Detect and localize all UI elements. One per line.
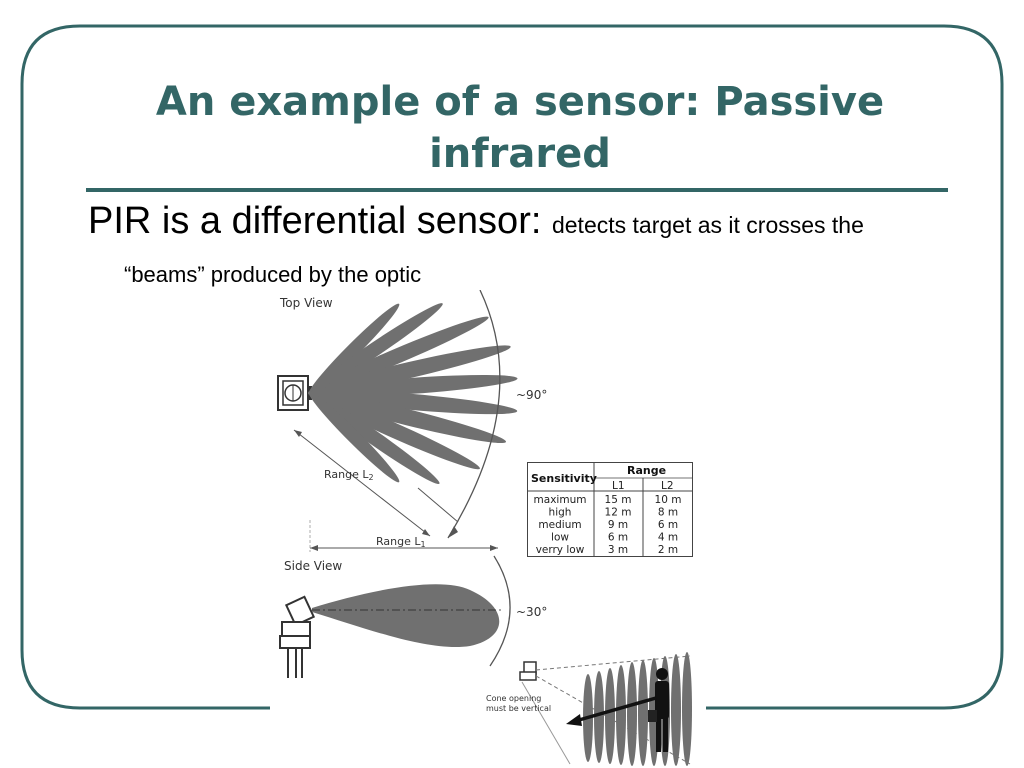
- sensor-side-view-icon: [279, 595, 316, 678]
- vertical-beam-curtain: [583, 652, 692, 766]
- table-cell-l1: 6 m: [608, 532, 628, 544]
- table-cell-sensitivity: medium: [538, 519, 581, 531]
- table-cell-l1: 3 m: [608, 544, 628, 556]
- table-row: low 6 m 4 m: [551, 532, 678, 544]
- table-row: medium 9 m 6 m: [538, 519, 678, 531]
- table-header-l2: L2: [661, 480, 674, 492]
- person-icon: [648, 668, 669, 752]
- bullet-large-text: PIR is a differential sensor:: [88, 200, 552, 242]
- bullet-small-text: detects target as it crosses the: [551, 212, 864, 238]
- cone-note-line1: Cone opening: [486, 694, 541, 703]
- slide-title-line-2: infrared: [429, 131, 611, 177]
- sensor-top-view-icon: [277, 375, 312, 411]
- table-header-sensitivity: Sensitivity: [531, 472, 597, 485]
- side-view-label: Side View: [284, 559, 342, 573]
- table-cell-sensitivity: low: [551, 532, 569, 544]
- table-cell-l2: 8 m: [658, 507, 678, 519]
- table-cell-l2: 2 m: [658, 544, 678, 556]
- table-cell-l2: 6 m: [658, 519, 678, 531]
- arrow-left-icon: [566, 714, 582, 726]
- table-cell-l2: 4 m: [658, 532, 678, 544]
- pir-diagram: Top View ~90° Range L2 Range L1 Side Vie…: [277, 290, 692, 766]
- top-view-label: Top View: [279, 296, 333, 310]
- title-underline: [86, 188, 948, 192]
- small-sensor-icon: [519, 661, 537, 681]
- table-cell-l1: 15 m: [605, 494, 632, 506]
- range-l1-label: Range L1: [376, 535, 426, 549]
- side-view-beam: [312, 584, 500, 648]
- table-row: maximum 15 m 10 m: [534, 494, 682, 506]
- slide-title-line-1: An example of a sensor: Passive: [155, 79, 885, 125]
- table-header-l1: L1: [612, 480, 625, 492]
- table-cell-l2: 10 m: [655, 494, 682, 506]
- angle-top-label: ~90°: [516, 388, 547, 402]
- bullet-continuation: “beams” produced by the optic: [124, 262, 422, 287]
- table-cell-l1: 9 m: [608, 519, 628, 531]
- table-header-range: Range: [627, 464, 666, 477]
- cone-note-line2: must be vertical: [486, 704, 551, 713]
- bullet-text: PIR is a differential sensor: detects ta…: [88, 200, 864, 243]
- top-view-beams: [308, 303, 518, 484]
- range-l2-label: Range L2: [324, 468, 374, 482]
- table-row: high 12 m 8 m: [549, 507, 679, 519]
- table-cell-sensitivity: maximum: [534, 494, 587, 506]
- table-cell-sensitivity: high: [549, 507, 572, 519]
- table-cell-sensitivity: verry low: [536, 544, 585, 556]
- angle-side-label: ~30°: [516, 605, 547, 619]
- table-row: verry low 3 m 2 m: [536, 544, 678, 556]
- table-cell-l1: 12 m: [605, 507, 632, 519]
